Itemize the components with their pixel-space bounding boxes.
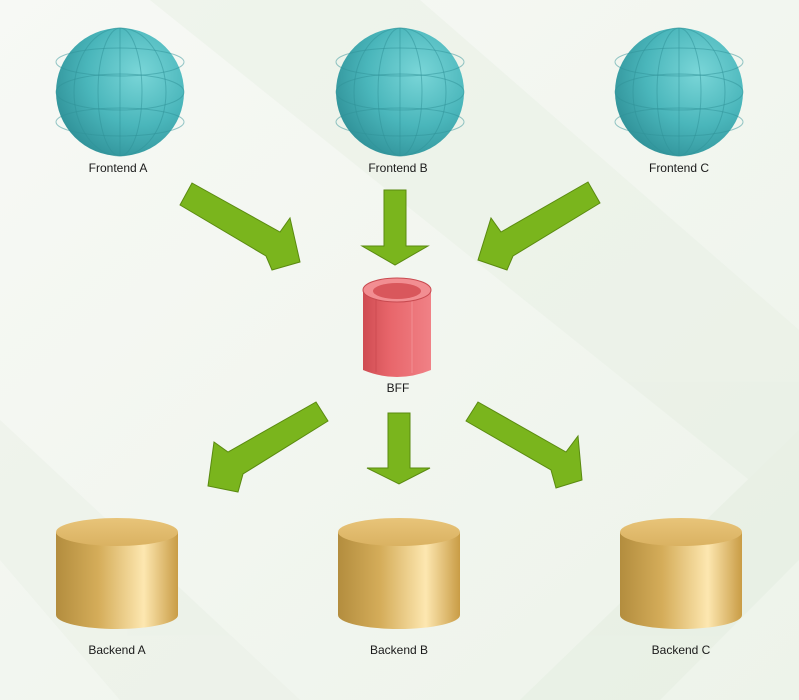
frontend-b-node	[335, 27, 465, 157]
cylinder-icon	[362, 277, 432, 377]
cylinder-icon	[56, 518, 178, 629]
backend-b-node	[338, 518, 460, 629]
backend-c-label: Backend C	[652, 643, 711, 657]
bff-node	[362, 277, 432, 377]
backend-c-node	[620, 518, 742, 629]
arrow-bff-to-backend-b	[366, 412, 431, 485]
frontend-c-node	[614, 27, 744, 157]
cylinder-icon	[620, 518, 742, 629]
frontend-a-node	[55, 27, 185, 157]
arrow-frontend-c-to-bff	[477, 181, 601, 271]
arrow-frontend-a-to-bff	[179, 182, 301, 271]
arrow-bff-to-backend-a	[207, 401, 329, 493]
backend-a-label: Backend A	[88, 643, 145, 657]
frontend-b-label: Frontend B	[368, 161, 427, 175]
cylinder-icon	[338, 518, 460, 629]
backend-b-label: Backend B	[370, 643, 428, 657]
frontend-a-label: Frontend A	[89, 161, 148, 175]
sphere-icon	[614, 27, 744, 157]
sphere-icon	[55, 27, 185, 157]
bff-label: BFF	[387, 381, 410, 395]
frontend-c-label: Frontend C	[649, 161, 709, 175]
arrow-bff-to-backend-c	[465, 401, 583, 489]
arrow-frontend-b-to-bff	[360, 189, 430, 266]
backend-a-node	[56, 518, 178, 629]
sphere-icon	[335, 27, 465, 157]
